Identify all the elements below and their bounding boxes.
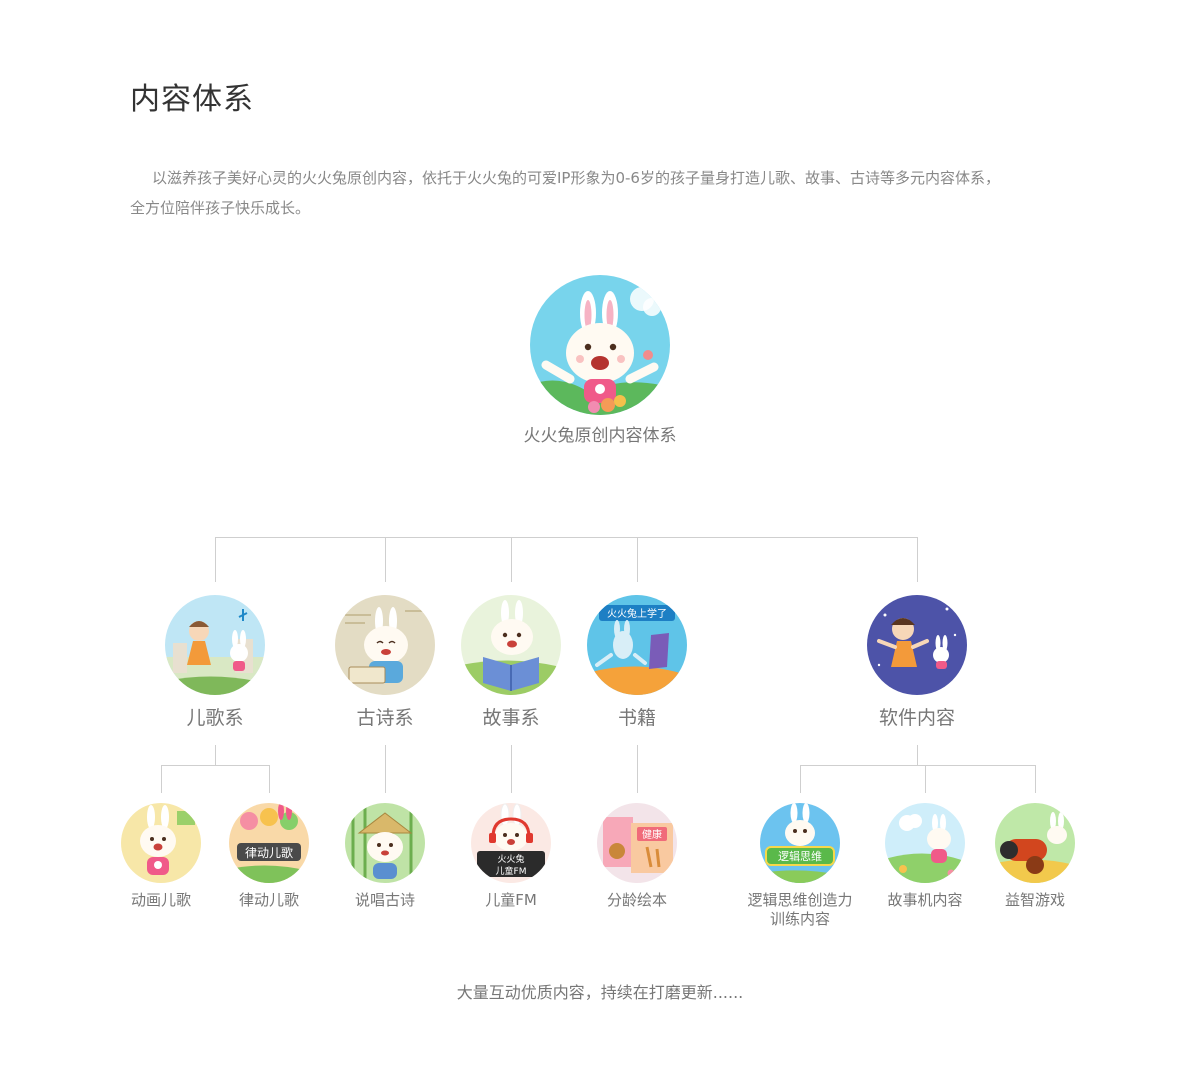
category-label: 故事系 [482,707,540,729]
root-node: 火火兔原创内容体系 [500,275,700,446]
leaf-label: 逻辑思维创造力 [747,891,853,909]
bunny-logic-icon: 逻辑思维 [760,803,840,883]
leaf-label: 益智游戏 [1004,891,1065,909]
leaf-animated-songs[interactable]: 动画儿歌 [111,803,211,910]
picture-books-icon: 健康 [597,803,677,883]
category-label: 软件内容 [878,707,955,729]
category-nursery-songs[interactable]: 儿歌系 [155,595,275,730]
leaf-puzzle-games[interactable]: 益智游戏 [985,803,1085,910]
category-software-content[interactable]: 软件内容 [857,595,977,730]
leaf-label: 律动儿歌 [238,891,299,909]
fm-badge-line1: 火火兔 [497,853,524,865]
leaf-kids-fm[interactable]: 火火兔 儿童FM 儿童FM [461,803,561,910]
fm-badge-line2: 儿童FM [496,865,527,877]
bunny-meadow-icon [885,803,965,883]
leaf-logic-training[interactable]: 逻辑思维 逻辑思维创造力 训练内容 [730,803,870,929]
category-ancient-poems[interactable]: 古诗系 [325,595,445,730]
category-label: 儿歌系 [186,707,244,729]
bunny-waving-icon [530,275,670,415]
leaf-story-machine[interactable]: 故事机内容 [875,803,975,910]
bunny-straw-hat-icon [345,803,425,883]
bunny-storybook-icon [461,595,561,695]
book-cover-icon: 火火兔上学了 [587,595,687,695]
intro-line-1: 以滋养孩子美好心灵的火火兔原创内容，依托于火火兔的可爱IP形象为0-6岁的孩子量… [152,169,1000,187]
leaf-picture-books[interactable]: 健康 分龄绘本 [587,803,687,910]
book-badge: 火火兔上学了 [607,607,667,620]
bunny-reading-scroll-icon [335,595,435,695]
intro-paragraph: 以滋养孩子美好心灵的火火兔原创内容，依托于火火兔的可爱IP形象为0-6岁的孩子量… [130,163,1060,223]
leaf-rhythm-songs[interactable]: 律动儿歌 律动儿歌 [219,803,319,910]
category-books[interactable]: 火火兔上学了 书籍 [577,595,697,730]
rhythm-badge: 律动儿歌 [245,845,293,860]
leaf-label: 动画儿歌 [130,891,191,909]
category-stories[interactable]: 故事系 [451,595,571,730]
footer-note: 大量互动优质内容，持续在打磨更新...... [456,983,744,1002]
logic-badge: 逻辑思维 [778,849,822,863]
leaf-label-line2: 训练内容 [769,910,830,928]
girl-and-bunny-icon [165,595,265,695]
dance-songs-icon: 律动儿歌 [229,803,309,883]
books-badge: 健康 [642,828,662,841]
category-label: 古诗系 [356,707,414,729]
leaf-label: 儿童FM [485,891,537,909]
intro-line-2: 全方位陪伴孩子快乐成长。 [130,199,311,217]
category-label: 书籍 [617,707,656,729]
page-title: 内容体系 [130,82,254,117]
bunny-headphones-icon: 火火兔 儿童FM [471,803,551,883]
girl-flying-icon [867,595,967,695]
leaf-label: 分龄绘本 [606,891,667,909]
cannon-game-icon [995,803,1075,883]
leaf-label: 说唱古诗 [354,891,415,909]
bunny-singing-icon [121,803,201,883]
root-label: 火火兔原创内容体系 [523,426,677,446]
leaf-label: 故事机内容 [887,891,963,909]
leaf-rap-poems[interactable]: 说唱古诗 [335,803,435,910]
